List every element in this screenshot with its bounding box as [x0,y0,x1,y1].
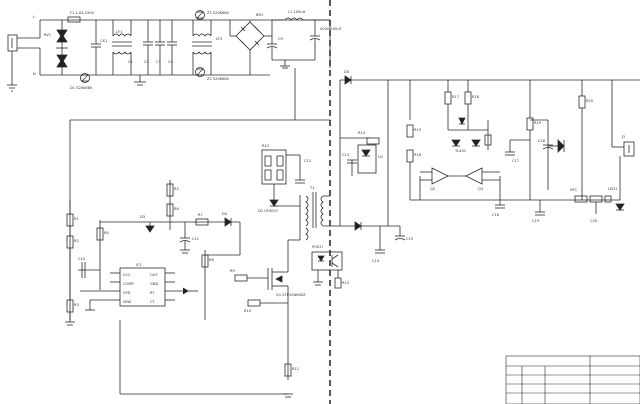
label-r19: R19 [534,121,542,125]
label-cx1: CX1 [100,39,107,43]
label-r13: R13 [342,281,349,285]
fuse [67,16,81,23]
optocoupler-pc817: PC817 R13 [311,245,349,289]
label-ntc: NTC [570,188,578,192]
opamp-right [465,167,483,185]
pin-isns: ISNS [123,300,132,304]
label-fuse: F1 1.0A 250V [70,11,95,15]
label-bulk-cap: 400V 100uF [320,27,342,31]
label-r10: R10 [244,309,252,313]
common-mode-choke-lf2: LF2 [192,20,222,75]
label-r9: R9 [230,269,235,273]
label-r2: R2 [74,239,79,243]
label-d4: D4 [222,212,228,216]
bridge-rectifier: BR1 [229,13,272,75]
controller-ic [119,267,166,307]
ac-input-section: L N F1 1.0A 250V RV1 CX1 [7,10,342,92]
filter-capacitor-bank: C1 C2 C3 C4 [128,20,177,75]
pin-vfb: VFB [123,291,131,295]
pin-rt: RT [150,291,155,295]
pin-out: OUT [150,273,158,277]
transformer-t1: T1 [288,186,340,241]
common-mode-choke-lf1: LF1 [112,20,132,75]
label-c14: C14 [372,259,380,263]
label-c18: C18 [538,139,546,143]
label-c11: C11 [192,237,199,241]
label-t1: T1 [309,186,314,190]
input-connector [7,34,18,52]
label-tl431: TL431 [454,149,466,153]
bulk-filter: L1 100uH C9 400V 100uF [266,10,342,69]
pwm-controller-section: R1 R2 R3 R4 C10 IC1 VCC COMP VFB ISNS OU… [65,144,311,398]
label-r7: R7 [198,213,203,217]
label-c17: C17 [512,159,519,163]
label-c4: C4 [168,60,174,64]
label-d5: D5 [344,70,349,74]
label-c9: C9 [278,37,284,41]
label-c2: C2 [144,60,149,64]
label-c13: C13 [342,153,349,157]
label-r1: R1 [74,217,79,221]
label-z1: Z1 S20K680 [207,11,230,15]
label-pc817: PC817 [312,245,324,249]
label-c12: C12 [304,159,311,163]
label-br1: BR1 [256,13,263,17]
label-c1: C1 [128,60,133,64]
label-z2: Z2 S20K680 [207,77,230,81]
label-r15: R15 [414,128,421,132]
label-ic1: IC1 [136,263,142,267]
label-r14: R14 [358,131,366,135]
label-c3: C3 [156,60,161,64]
hv-rail-wiring [69,20,331,320]
label-lf2: LF2 [216,37,222,41]
label-N: N [33,72,36,76]
x-capacitor: CX1 [91,20,107,75]
output-connector [623,141,635,157]
label-c10: C10 [78,257,86,261]
title-block [505,355,640,404]
label-r20: R20 [586,99,594,103]
label-r3: R3 [74,303,79,307]
label-r16: R16 [414,153,422,157]
label-r12: R12 [262,144,269,148]
label-q1: Q1 STP10NK60Z [276,293,306,297]
label-r18: R18 [472,95,480,99]
pin-gnd: GND [150,282,158,286]
label-l1: L1 100uH [288,10,306,14]
label-q3: Q3 [478,187,483,191]
label-q2: Q2 [430,187,435,191]
label-c20: C20 [590,219,598,223]
pin-ct: CT [150,300,156,304]
title-block-frame [505,355,640,404]
secondary-output-section: D5 R14 C13 U2 C14 C15 R15 R16 [339,70,640,263]
surge-suppressors: Z1 S20K680 Z2 S20K680 D1 S20K680 [70,10,230,90]
label-r17: R17 [452,95,459,99]
label-r5: R5 [174,187,179,191]
label-j2: J2 [621,135,625,139]
pin-vcc: VCC [123,273,131,277]
label-L: L [33,15,35,19]
label-r4: R4 [104,231,109,235]
label-r6: R6 [174,207,179,211]
label-d1: D1 S20K680 [70,86,93,90]
varistor-pair: RV1 [44,20,68,75]
label-rv1: RV1 [44,33,51,37]
label-lf1: LF1 [116,30,122,34]
opamp-left [431,167,449,185]
label-d2: D2 UF4007 [258,209,278,213]
label-d3: D3 [140,215,145,219]
label-c19: C19 [532,219,540,223]
pin-comp: COMP [123,282,134,286]
label-c15: C15 [406,237,413,241]
label-u2: U2 [378,155,383,159]
label-led1: LED1 [608,187,617,191]
label-r11: R11 [292,367,299,371]
label-r8: R8 [209,258,214,262]
label-c16: C16 [492,213,500,217]
